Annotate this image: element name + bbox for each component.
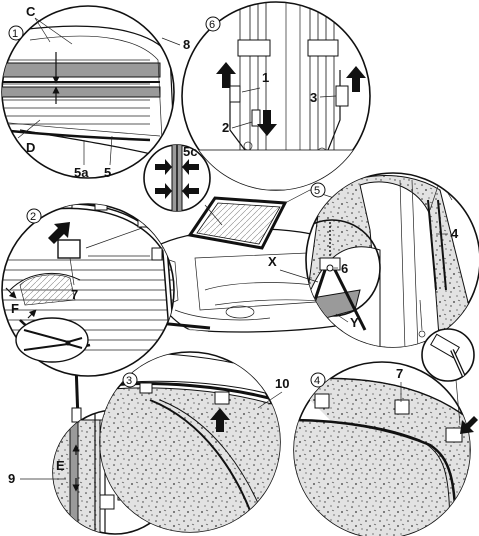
arrow-left-icon bbox=[182, 159, 199, 175]
label-y: Y bbox=[350, 315, 359, 330]
label-8: 8 bbox=[183, 37, 190, 52]
label-5c: 5c bbox=[183, 144, 197, 159]
label-x: X bbox=[268, 254, 277, 269]
detail-5-wire-hook: 5 bbox=[305, 172, 479, 348]
callout-6: 6 bbox=[209, 19, 215, 31]
label-2: 2 bbox=[222, 120, 229, 135]
detail-6-wire-connectors: 6 bbox=[181, 1, 371, 191]
arrow-up-icon bbox=[216, 62, 236, 88]
label-4: 4 bbox=[451, 226, 459, 241]
callout-3: 3 bbox=[126, 375, 132, 387]
callout-4: 4 bbox=[314, 375, 320, 387]
detail-3-seal-lip: 3 bbox=[99, 351, 281, 533]
label-3: 3 bbox=[310, 90, 317, 105]
clip-icon bbox=[421, 328, 475, 426]
callout-5: 5 bbox=[314, 185, 320, 197]
label-6: 6 bbox=[341, 261, 348, 276]
windshield-opening bbox=[187, 196, 288, 250]
arrow-up-icon bbox=[210, 408, 230, 432]
callout-1: 1 bbox=[12, 28, 18, 40]
label-d: D bbox=[26, 140, 35, 155]
label-1: 1 bbox=[262, 70, 269, 85]
arrow-icon bbox=[48, 222, 70, 244]
label-5: 5 bbox=[104, 165, 111, 180]
label-f: F bbox=[11, 301, 19, 316]
arrow-right-icon bbox=[155, 159, 172, 175]
arrow-left-icon bbox=[182, 183, 199, 199]
label-10: 10 bbox=[275, 376, 289, 391]
detail-5c-seal bbox=[143, 144, 211, 212]
detail-4-glass-edge: 4 bbox=[293, 361, 478, 536]
detail-1-trim-strip: 1 bbox=[1, 5, 175, 179]
label-e: E bbox=[56, 458, 65, 473]
label-9: 9 bbox=[8, 471, 15, 486]
arrow-up-icon bbox=[346, 66, 366, 92]
pliers-icon bbox=[15, 317, 89, 363]
callout-2: 2 bbox=[30, 211, 36, 223]
label-c: C bbox=[26, 4, 36, 19]
label-5a: 5a bbox=[74, 165, 89, 180]
label-7-right: 7 bbox=[396, 366, 403, 381]
arrow-down-icon bbox=[257, 110, 277, 136]
label-7-left: 7 bbox=[71, 287, 78, 302]
arrow-right-icon bbox=[155, 183, 172, 199]
arrow-icon bbox=[460, 416, 478, 434]
